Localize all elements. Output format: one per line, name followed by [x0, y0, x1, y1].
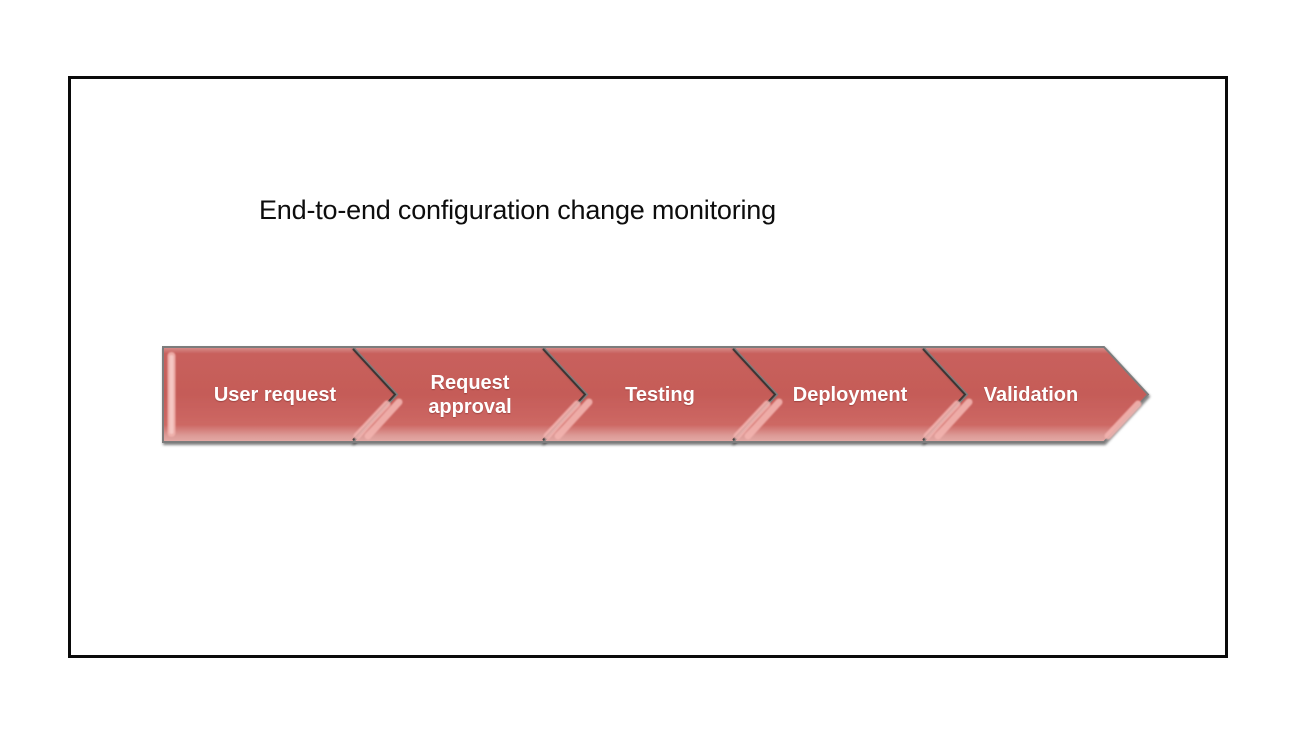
- gloss-left-rim-core: [169, 355, 174, 434]
- gloss-notch-5: [934, 398, 973, 440]
- gloss-tip-stripes: [353, 400, 1142, 440]
- gloss-tip-4: [923, 400, 961, 440]
- gloss-notch-4: [744, 398, 783, 440]
- gloss-tip-5: [1104, 400, 1142, 440]
- gloss-tip-2: [543, 400, 581, 440]
- gloss-tip-1: [353, 400, 391, 440]
- gloss-notch-2: [364, 398, 403, 440]
- gloss-notch-stripes: [364, 398, 973, 440]
- gloss-tip-3: [733, 400, 771, 440]
- chevron-step-5-shape: [920, 346, 1150, 443]
- gloss-notch-3: [554, 398, 593, 440]
- diagram-title: End-to-end configuration change monitori…: [259, 195, 776, 225]
- process-flow-svg: [162, 346, 1150, 443]
- gloss-highlights: [167, 352, 1142, 440]
